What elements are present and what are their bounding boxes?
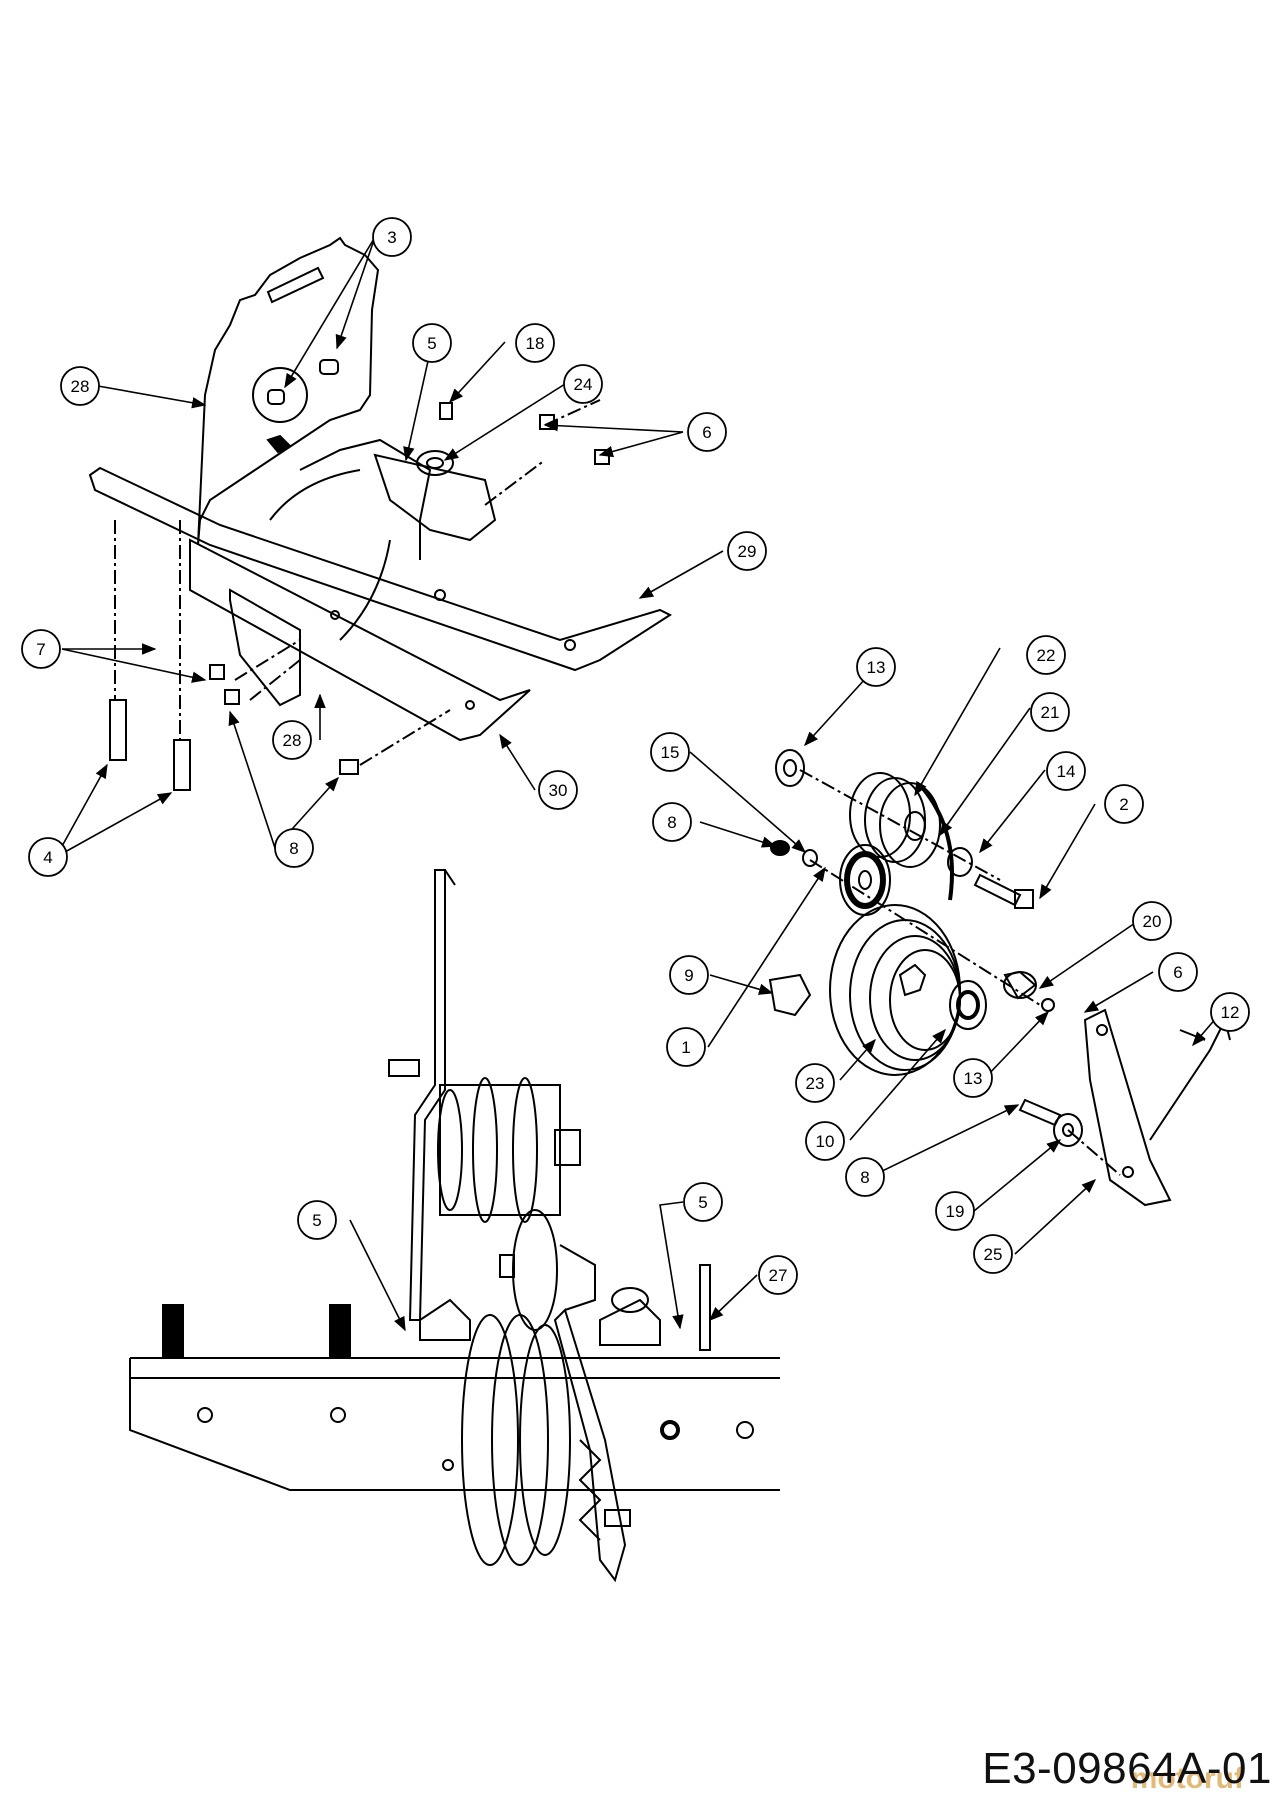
callout-label: 10 (816, 1132, 835, 1151)
callout-5: 5 (683, 1182, 723, 1222)
callout-3: 3 (372, 217, 412, 257)
callout-8: 8 (274, 828, 314, 868)
callout-label: 2 (1119, 795, 1128, 814)
callout-label: 20 (1143, 912, 1162, 931)
callout-26: 28 (60, 366, 100, 406)
tension-spring (1149, 1017, 1231, 1141)
callout-1: 1 (666, 1027, 706, 1067)
callout-label: 19 (946, 1202, 965, 1221)
callout-label: 6 (702, 423, 711, 442)
callout-label: 27 (769, 1266, 788, 1285)
shield-plate (197, 236, 380, 546)
callout-30: 30 (538, 770, 578, 810)
callout-25: 25 (973, 1234, 1013, 1274)
frame-rail-lower (189, 538, 531, 742)
callout-label: 28 (71, 377, 90, 396)
callout-14: 13 (856, 647, 896, 687)
frame-rail-upper (88, 466, 673, 672)
callout-label: 18 (526, 334, 545, 353)
callout-label: 28 (283, 731, 302, 750)
callout-label: 29 (738, 542, 757, 561)
callout-22: 22 (1026, 635, 1066, 675)
callouts: 3 28 5 18 24 6 29 7 28 30 4 8 13 15 8 9 … (21, 217, 1250, 1295)
callout-label: 1 (681, 1038, 690, 1057)
callout-label: 7 (36, 640, 45, 659)
callout-label: 5 (427, 334, 436, 353)
callout-label: 4 (43, 848, 52, 867)
callout-label: 15 (661, 743, 680, 762)
callout-7: 7 (21, 629, 61, 669)
callout-2: 2 (1104, 784, 1144, 824)
idler-arm (1083, 1008, 1172, 1207)
callout-18: 18 (515, 323, 555, 363)
callout-leaders (55, 236, 1218, 1332)
callout-28: 28 (272, 720, 312, 760)
callout-label: 8 (289, 839, 298, 858)
callout-9: 8 (652, 802, 692, 842)
callout-label: 30 (549, 781, 568, 800)
lower-side-view (129, 869, 780, 1583)
callout-5: 5 (297, 1200, 337, 1240)
callout-label: 12 (1221, 1003, 1240, 1022)
callout-19: 19 (935, 1191, 975, 1231)
callout-23: 23 (795, 1063, 835, 1103)
upper-frame-assembly (88, 236, 673, 791)
callout-7: 6 (687, 412, 727, 452)
callout-label: 13 (867, 658, 886, 677)
callout-11: 10 (805, 1121, 845, 1161)
callout-5: 5 (412, 323, 452, 363)
callout-13: 13 (953, 1058, 993, 1098)
callout-label: 21 (1041, 703, 1060, 722)
callout-6: 6 (1158, 952, 1198, 992)
callout-label: 13 (964, 1069, 983, 1088)
idler-pulley-group (768, 749, 1231, 1207)
callout-label: 3 (387, 228, 396, 247)
callout-27: 27 (758, 1255, 798, 1295)
callout-12: 12 (1210, 992, 1250, 1032)
callout-label: 5 (698, 1193, 707, 1212)
callout-21: 21 (1030, 692, 1070, 732)
callout-20: 20 (1132, 901, 1172, 941)
callout-4: 4 (28, 837, 68, 877)
callout-label: 25 (984, 1245, 1003, 1264)
callout-label: 22 (1037, 646, 1056, 665)
callout-29: 29 (727, 531, 767, 571)
callout-label: 8 (667, 813, 676, 832)
drawing-code: E3-09864A-01 (982, 1744, 1272, 1793)
callout-label: 23 (806, 1074, 825, 1093)
callout-16: 15 (650, 732, 690, 772)
callout-label: 5 (312, 1211, 321, 1230)
side-frame-rail (129, 1357, 780, 1491)
callout-label: 6 (1173, 963, 1182, 982)
watermark-logo: motoruf (1130, 1762, 1244, 1795)
callout-label: 9 (684, 966, 693, 985)
callout-10: 9 (669, 955, 709, 995)
callout-label: 14 (1057, 762, 1076, 781)
callout-15: 14 (1046, 751, 1086, 791)
callout-8: 8 (845, 1157, 885, 1197)
callout-24: 24 (563, 364, 603, 404)
callout-label: 8 (860, 1168, 869, 1187)
callout-label: 24 (574, 375, 593, 394)
